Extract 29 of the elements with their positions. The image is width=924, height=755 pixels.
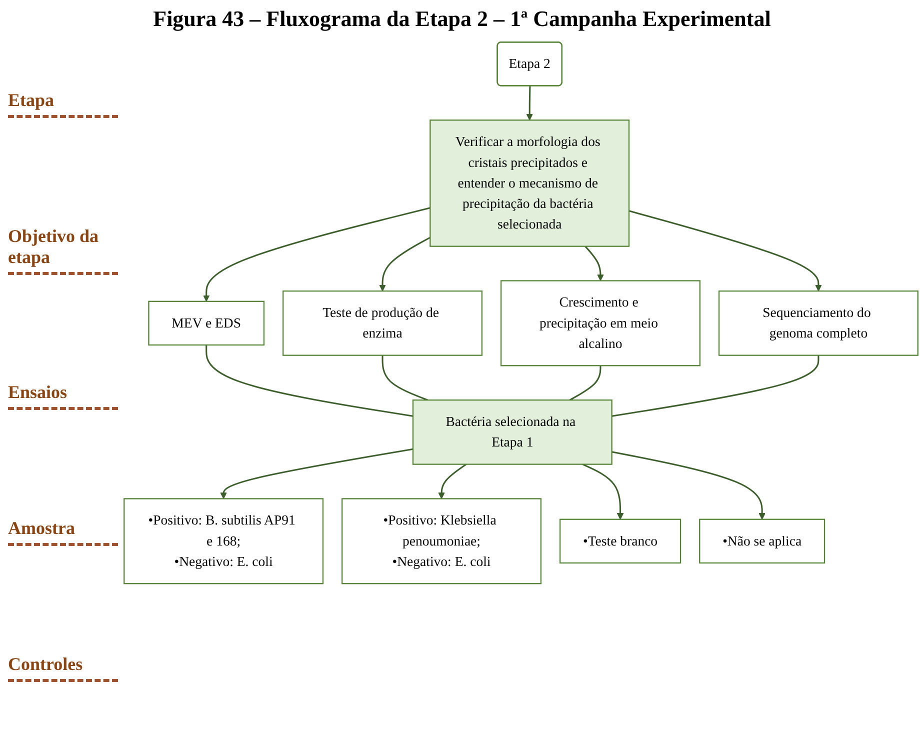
- arrow: [438, 464, 467, 500]
- lane-label: Etapa: [8, 90, 118, 118]
- connector: [382, 355, 428, 401]
- arrow: [628, 210, 822, 292]
- arrow: [220, 448, 414, 500]
- node-box: Verificar a morfologia dos cristais precipitados e entender o mecanismo de precipitação da bactéria selecionada: [430, 120, 630, 247]
- arrow: [203, 207, 430, 302]
- arrow: [526, 86, 533, 120]
- arrow: [612, 451, 766, 520]
- node-box: Bactéria selecionada na Etapa 1: [412, 399, 612, 465]
- lane-label: Controles: [8, 654, 118, 682]
- connector: [569, 366, 602, 401]
- lane-label: Amostra: [8, 518, 118, 546]
- node-box: •Não se aplica: [699, 518, 826, 564]
- node-box: MEV e EDS: [148, 300, 265, 346]
- node-box: •Teste branco: [559, 518, 682, 564]
- node-box: •Positivo: Klebsiella penoumoniae; •Negativo: E. coli: [342, 498, 542, 584]
- node-box: Crescimento e precipitação em meio alcalino: [500, 280, 700, 366]
- connector: [206, 344, 414, 417]
- lane-label: Objetivo da etapa: [8, 226, 118, 275]
- arrow: [379, 236, 431, 292]
- node-box: •Positivo: B. subtilis AP91 e 168; •Negativo: E. coli: [124, 498, 324, 584]
- lane-label: Ensaios: [8, 382, 118, 410]
- node-box: Sequenciamento do genoma completo: [718, 290, 918, 356]
- arrow: [582, 464, 624, 520]
- figure-title: Figura 43 – Fluxograma da Etapa 2 – 1ª Campanha Experimental: [152, 6, 772, 32]
- connector: [612, 355, 820, 417]
- node-box: Teste de produção de enzima: [282, 290, 483, 356]
- arrow: [584, 246, 604, 282]
